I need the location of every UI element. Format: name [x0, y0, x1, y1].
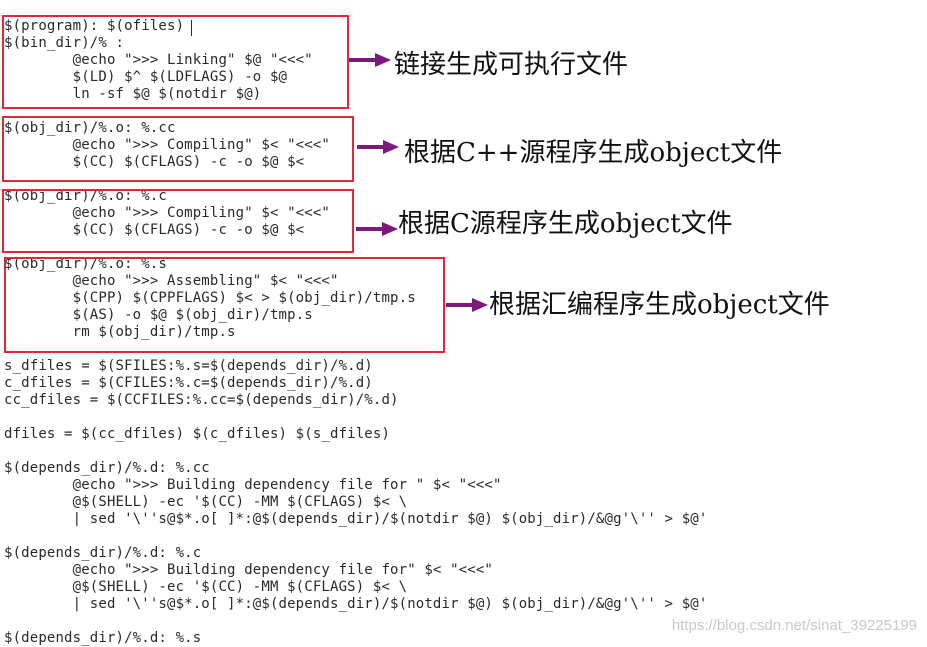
arrow-icon: [349, 53, 391, 67]
code-line[interactable]: @echo ">>> Linking" $@ "<<<": [4, 52, 313, 68]
code-line[interactable]: @echo ">>> Compiling" $< "<<<": [4, 137, 330, 153]
code-line[interactable]: $(CPP) $(CPPFLAGS) $< > $(obj_dir)/tmp.s: [4, 290, 416, 306]
highlight-box-link: [2, 15, 349, 109]
code-line[interactable]: @echo ">>> Compiling" $< "<<<": [4, 205, 330, 221]
arrow-icon: [356, 222, 398, 236]
code-line[interactable]: $(obj_dir)/%.o: %.cc: [4, 120, 176, 136]
code-line[interactable]: c_dfiles = $(CFILES:%.c=$(depends_dir)/%…: [4, 375, 373, 391]
code-line[interactable]: | sed '\''s@$*.o[ ]*:@$(depends_dir)/$(n…: [4, 511, 708, 527]
arrow-icon: [446, 298, 488, 312]
code-line[interactable]: ln -sf $@ $(notdir $@): [4, 86, 262, 102]
annotation-c: 根据C源程序生成object文件: [398, 209, 733, 239]
code-line[interactable]: dfiles = $(cc_dfiles) $(c_dfiles) $(s_df…: [4, 426, 391, 442]
code-line[interactable]: $(obj_dir)/%.o: %.c: [4, 188, 167, 204]
code-line[interactable]: $(AS) -o $@ $(obj_dir)/tmp.s: [4, 307, 313, 323]
code-line[interactable]: s_dfiles = $(SFILES:%.s=$(depends_dir)/%…: [4, 358, 373, 374]
code-line[interactable]: | sed '\''s@$*.o[ ]*:@$(depends_dir)/$(n…: [4, 596, 708, 612]
watermark: https://blog.csdn.net/sinat_39225199: [671, 617, 917, 634]
code-line[interactable]: @echo ">>> Assembling" $< "<<<": [4, 273, 339, 289]
code-line[interactable]: $(depends_dir)/%.d: %.cc: [4, 460, 210, 476]
code-line[interactable]: $(LD) $^ $(LDFLAGS) -o $@: [4, 69, 288, 85]
code-line[interactable]: @$(SHELL) -ec '$(CC) -MM $(CFLAGS) $< \: [4, 494, 408, 510]
code-line[interactable]: $(CC) $(CFLAGS) -c -o $@ $<: [4, 222, 305, 238]
annotation-link: 链接生成可执行文件: [394, 50, 629, 80]
code-line[interactable]: cc_dfiles = $(CCFILES:%.cc=$(depends_dir…: [4, 392, 399, 408]
code-line[interactable]: @echo ">>> Building dependency file for"…: [4, 562, 493, 578]
code-line[interactable]: $(program): $(ofiles): [4, 18, 185, 34]
code-line[interactable]: $(obj_dir)/%.o: %.s: [4, 256, 167, 272]
code-line[interactable]: @echo ">>> Building dependency file for …: [4, 477, 502, 493]
code-line[interactable]: $(depends_dir)/%.d: %.c: [4, 545, 202, 561]
code-line[interactable]: $(depends_dir)/%.d: %.s: [4, 630, 202, 646]
annotation-cpp: 根据C++源程序生成object文件: [404, 138, 783, 168]
code-line[interactable]: $(CC) $(CFLAGS) -c -o $@ $<: [4, 154, 305, 170]
arrow-icon: [357, 140, 399, 154]
annotation-asm: 根据汇编程序生成object文件: [489, 290, 830, 320]
code-line[interactable]: rm $(obj_dir)/tmp.s: [4, 324, 236, 340]
code-line[interactable]: @$(SHELL) -ec '$(CC) -MM $(CFLAGS) $< \: [4, 579, 408, 595]
text-cursor: [191, 20, 192, 36]
highlight-box-c: [2, 189, 354, 253]
code-line[interactable]: $(bin_dir)/% :: [4, 35, 125, 51]
highlight-box-asm: [4, 257, 445, 353]
highlight-box-cpp: [2, 116, 354, 182]
